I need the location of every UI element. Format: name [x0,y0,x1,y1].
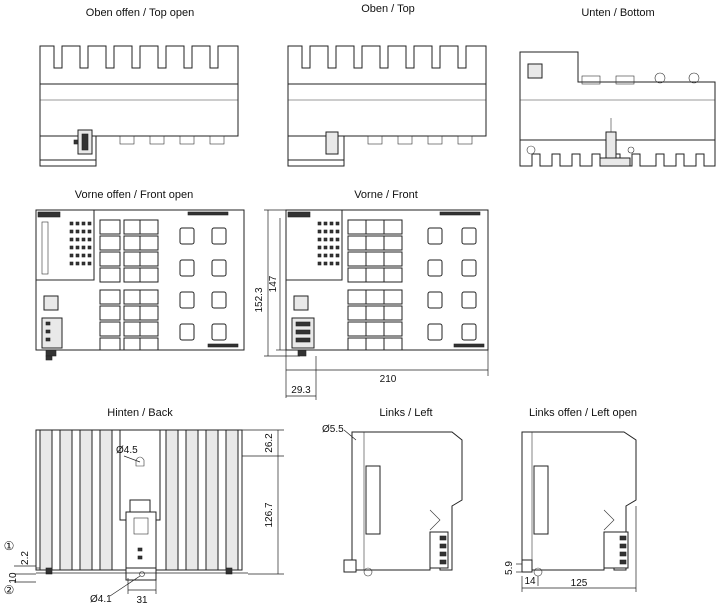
rj45-ports-front [347,219,403,351]
view-left-open: 5.9 14 125 [504,431,637,592]
title-top: Oben / Top [361,3,415,15]
sfp-ports-open [179,227,227,341]
view-front [285,209,489,357]
view-front-open [35,209,245,361]
view-top [287,45,487,167]
dim-back-hole: Ø4.5 [116,445,138,456]
title-left: Links / Left [379,407,432,419]
dim-back-top: 26.2 [264,433,275,453]
title-back: Hinten / Back [107,407,173,419]
dim-height-total: 152.3 [254,287,265,312]
dim-offset: 29.3 [291,385,311,396]
view-left: Ø5.5 [322,424,463,577]
view-back [35,429,248,581]
marker-two: ② [4,583,15,597]
title-left-open: Links offen / Left open [529,407,637,419]
dim-depth: 125 [571,578,588,589]
dim-width: 210 [380,374,397,385]
view-bottom [519,51,716,167]
title-front: Vorne / Front [354,189,418,201]
back-dimensions: 26.2 126.7 Ø4.5 Ø4.1 31 2.2 10 ① ② [4,429,284,606]
dim-left-hole: Ø5.5 [322,424,344,435]
title-bottom: Unten / Bottom [581,7,654,19]
dim-back-hole-small: Ø4.1 [90,594,112,605]
rj45-ports-open [99,219,159,351]
title-top-open: Oben offen / Top open [86,7,194,19]
dim-back-gap: 2.2 [20,551,31,565]
title-front-open: Vorne offen / Front open [75,189,193,201]
view-top-open [39,45,239,167]
led-panel-open [41,221,92,275]
dim-back-bottom: 10 [8,572,19,584]
led-panel-front [317,221,340,266]
dim-height-body: 147 [268,275,279,292]
dim-back-rail: 31 [136,595,148,606]
sfp-ports-front [427,227,477,341]
dim-left-foot: 14 [524,576,536,587]
dim-left-small: 5.9 [504,561,515,575]
dim-back-height: 126.7 [264,502,275,527]
marker-one: ① [4,539,15,553]
front-dimensions: 152.3 147 210 29.3 [254,209,489,400]
